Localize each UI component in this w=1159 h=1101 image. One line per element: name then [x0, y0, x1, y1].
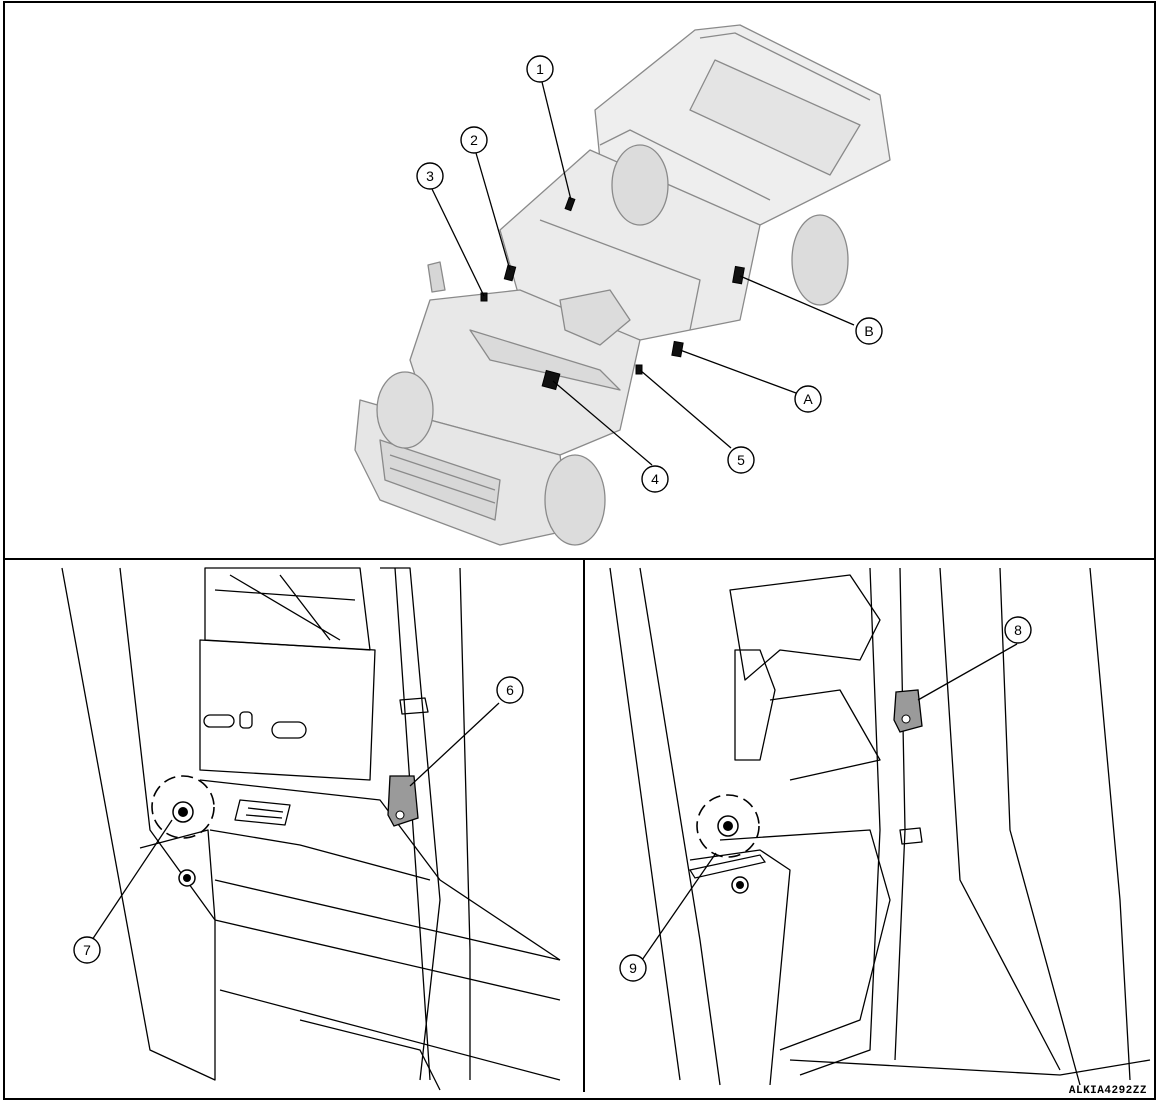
component-1 [564, 196, 576, 212]
svg-text:9: 9 [629, 960, 637, 976]
bolt-9-detail [689, 794, 767, 894]
component-3 [480, 292, 488, 302]
leader-lines-top [431, 81, 855, 466]
svg-text:4: 4 [651, 471, 659, 487]
grommet-6 [387, 775, 419, 827]
leader-lines-bottom-right [639, 643, 1018, 964]
sensor-components [480, 196, 745, 391]
svg-text:A: A [803, 391, 813, 407]
truck-illustration [354, 24, 891, 546]
svg-text:B: B [864, 323, 873, 339]
callout-2: 2 [460, 126, 488, 154]
callout-4: 4 [641, 465, 669, 493]
component-a [671, 340, 684, 358]
callout-b: B [855, 317, 883, 345]
callout-1: 1 [526, 55, 554, 83]
leader-lines-bottom-left [91, 702, 500, 941]
figure-code: ALKIA4292ZZ [1068, 1085, 1147, 1097]
callout-7: 7 [73, 936, 101, 964]
svg-text:5: 5 [737, 452, 745, 468]
callout-3: 3 [416, 162, 444, 190]
component-2 [503, 264, 517, 282]
component-b [732, 265, 745, 285]
svg-text:3: 3 [426, 168, 434, 184]
callout-5: 5 [727, 446, 755, 474]
callout-9: 9 [619, 954, 647, 982]
svg-text:2: 2 [470, 132, 478, 148]
bolt-7-detail [151, 775, 215, 887]
callout-6: 6 [496, 676, 524, 704]
front-door-illustration [61, 567, 561, 1091]
component-4 [541, 369, 561, 391]
grommet-8 [893, 689, 923, 733]
callout-a: A [794, 385, 822, 413]
outer-border [3, 1, 1156, 1100]
svg-text:7: 7 [83, 942, 91, 958]
svg-text:8: 8 [1014, 622, 1022, 638]
rear-door-illustration [609, 567, 1151, 1086]
callout-8: 8 [1004, 616, 1032, 644]
svg-text:1: 1 [536, 61, 544, 77]
svg-text:6: 6 [506, 682, 514, 698]
component-5 [635, 364, 643, 375]
